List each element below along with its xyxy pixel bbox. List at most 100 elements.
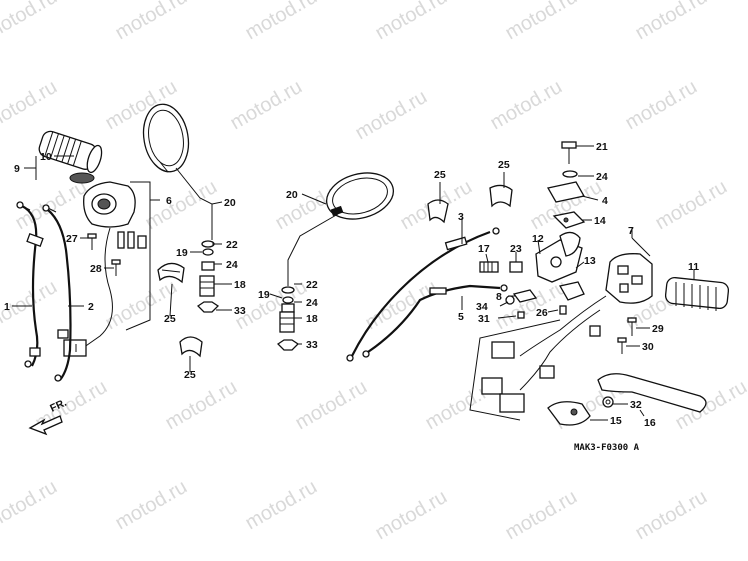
nut-23 bbox=[509, 261, 523, 273]
watermark: motod.ru bbox=[0, 76, 61, 135]
screw-29 bbox=[627, 317, 637, 336]
label-25: 25 bbox=[434, 169, 446, 181]
watermark: motod.ru bbox=[632, 0, 711, 44]
watermark: motod.ru bbox=[502, 486, 581, 545]
label-3: 3 bbox=[458, 211, 464, 223]
bracket-8 bbox=[512, 289, 538, 303]
label-2: 2 bbox=[88, 301, 94, 313]
watermark: motod.ru bbox=[162, 376, 241, 435]
leader-lines bbox=[12, 145, 695, 421]
left-switch-housing bbox=[83, 181, 147, 249]
label-24: 24 bbox=[596, 171, 608, 183]
screw-30 bbox=[617, 337, 627, 354]
label-21: 21 bbox=[596, 141, 608, 153]
label-17: 17 bbox=[478, 243, 490, 255]
label-20: 20 bbox=[224, 197, 236, 209]
label-19: 19 bbox=[258, 289, 270, 301]
label-18: 18 bbox=[234, 279, 246, 291]
right-mirror bbox=[287, 172, 394, 286]
watermark: motod.ru bbox=[502, 0, 581, 44]
label-28: 28 bbox=[90, 263, 102, 275]
watermark: motod.ru bbox=[0, 476, 61, 535]
watermark: motod.ru bbox=[487, 76, 566, 135]
throttle-grip bbox=[38, 130, 103, 184]
watermark: motod.ru bbox=[352, 86, 431, 145]
switch-15 bbox=[547, 401, 591, 426]
label-25: 25 bbox=[164, 313, 176, 325]
part-number-labels: 9 10 1 2 27 28 6 20 22 19 24 18 33 25 25… bbox=[4, 141, 699, 429]
label-19: 19 bbox=[176, 247, 188, 259]
label-12: 12 bbox=[532, 233, 544, 245]
cable-clamp bbox=[157, 262, 185, 284]
label-10: 10 bbox=[40, 151, 52, 163]
cable-clamp bbox=[489, 184, 513, 208]
label-31: 31 bbox=[478, 313, 490, 325]
label-8: 8 bbox=[496, 291, 502, 303]
left-mirror bbox=[142, 103, 213, 240]
screw-26 bbox=[559, 305, 567, 315]
diagram-code: MAK3-F0300 A bbox=[574, 443, 640, 453]
watermark: motod.ru bbox=[112, 476, 191, 535]
label-25: 25 bbox=[184, 369, 196, 381]
label-23: 23 bbox=[510, 243, 522, 255]
watermark: motod.ru bbox=[372, 0, 451, 44]
screw-31 bbox=[517, 311, 525, 319]
bolt-21 bbox=[561, 141, 577, 164]
screw-27 bbox=[87, 233, 97, 250]
label-25: 25 bbox=[498, 159, 510, 171]
label-4: 4 bbox=[602, 195, 608, 207]
cable-clamp bbox=[427, 199, 449, 224]
watermark: motod.ru bbox=[652, 176, 731, 235]
lever-16 bbox=[597, 373, 707, 413]
right-mirror-fittings bbox=[276, 286, 300, 351]
label-32: 32 bbox=[630, 399, 642, 411]
throttle-cables bbox=[16, 201, 72, 382]
clutch-cable bbox=[346, 227, 508, 362]
washer-24 bbox=[562, 170, 578, 178]
label-18: 18 bbox=[306, 313, 318, 325]
watermark: motod.ru bbox=[242, 476, 321, 535]
label-22: 22 bbox=[306, 279, 318, 291]
label-14: 14 bbox=[594, 215, 606, 227]
label-6: 6 bbox=[166, 195, 172, 207]
label-34: 34 bbox=[476, 301, 488, 313]
nut-32 bbox=[602, 396, 614, 408]
watermark: motod.ru bbox=[102, 276, 181, 335]
label-1: 1 bbox=[4, 301, 10, 313]
label-29: 29 bbox=[652, 323, 664, 335]
watermark: motod.ru bbox=[372, 486, 451, 545]
watermark: motod.ru bbox=[622, 76, 701, 135]
cable-clamp bbox=[179, 336, 203, 358]
left-connector bbox=[63, 339, 87, 357]
label-33: 33 bbox=[234, 305, 246, 317]
left-mirror-fittings bbox=[196, 240, 220, 313]
label-24: 24 bbox=[226, 259, 238, 271]
label-16: 16 bbox=[644, 417, 656, 429]
label-26: 26 bbox=[536, 307, 548, 319]
watermark: motod.ru bbox=[362, 276, 441, 335]
label-7: 7 bbox=[628, 225, 634, 237]
watermark: motod.ru bbox=[142, 176, 221, 235]
label-5: 5 bbox=[458, 311, 464, 323]
label-33: 33 bbox=[306, 339, 318, 351]
holder-14 bbox=[552, 211, 586, 229]
label-24: 24 bbox=[306, 297, 318, 309]
label-22: 22 bbox=[226, 239, 238, 251]
right-switch-housing bbox=[605, 253, 653, 304]
watermark: motod.ru bbox=[227, 76, 306, 135]
watermark: motod.ru bbox=[632, 486, 711, 545]
watermark: motod.ru bbox=[112, 0, 191, 44]
label-9: 9 bbox=[14, 163, 20, 175]
label-15: 15 bbox=[610, 415, 622, 427]
watermark: motod.ru bbox=[242, 0, 321, 44]
label-27: 27 bbox=[66, 233, 78, 245]
adjuster-17 bbox=[479, 261, 499, 273]
screw-28 bbox=[111, 259, 121, 276]
lever-holder-13 bbox=[558, 231, 585, 301]
label-11: 11 bbox=[688, 261, 699, 273]
right-harness bbox=[469, 295, 607, 421]
label-20: 20 bbox=[286, 189, 298, 201]
right-grip bbox=[664, 276, 730, 311]
label-13: 13 bbox=[584, 255, 596, 267]
